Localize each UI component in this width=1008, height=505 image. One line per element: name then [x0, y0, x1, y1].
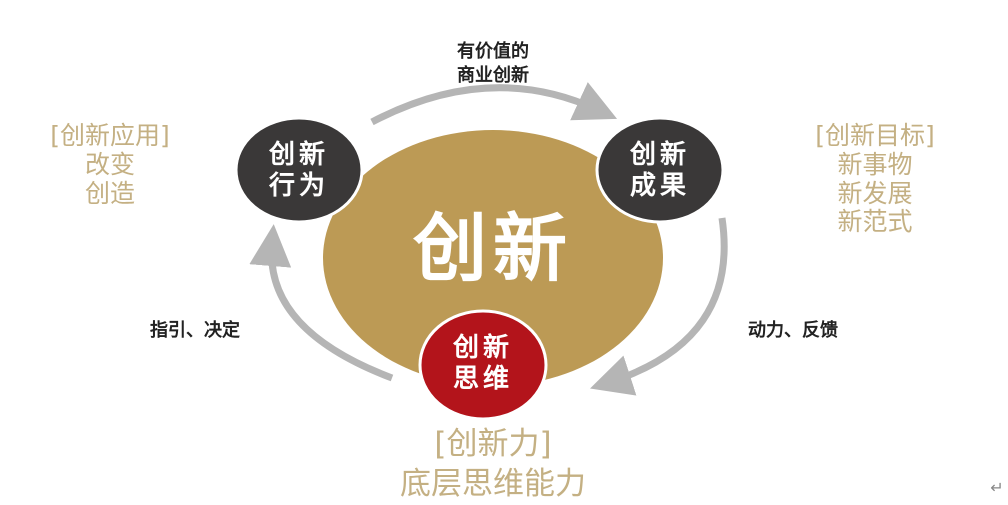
goal-item: 新发展 [837, 178, 913, 208]
left-arrow-label: 指引、决定 [150, 320, 240, 341]
return-glyph-icon: ↵ [990, 478, 1004, 497]
node-result-circle [595, 116, 725, 224]
center-circle [323, 130, 663, 386]
application-item: 改变 [84, 149, 135, 179]
goal-title: [创新目标] [815, 121, 935, 150]
top-arrow-label: 有价值的 商业创新 [433, 40, 553, 89]
node-behavior-line2: 行为 [268, 171, 329, 202]
application-item: 创造 [84, 178, 135, 208]
arrow-left [249, 224, 394, 382]
top-arrow-label-line1: 有价值的 [457, 41, 529, 62]
arrow-top [370, 82, 618, 126]
goal-item: 新事物 [837, 149, 913, 179]
center-label: 创新 [413, 206, 573, 292]
node-behavior-circle [234, 116, 364, 224]
node-thinking-line1: 创新 [452, 333, 513, 363]
right-arrow-label: 动力、反馈 [748, 320, 838, 341]
arrow-right [590, 217, 728, 396]
application-annotation: [创新应用] 改变 创造 [20, 121, 200, 208]
node-behavior-line1: 创新 [268, 140, 329, 170]
top-arrow-label-line2: 商业创新 [457, 65, 529, 87]
goal-item: 新范式 [837, 207, 913, 237]
node-thinking-line2: 思维 [452, 364, 513, 395]
node-result-line2: 成果 [629, 171, 690, 202]
power-title: [创新力] [434, 426, 552, 462]
power-subtitle: 底层思维能力 [400, 466, 586, 503]
node-result-line1: 创新 [629, 140, 690, 170]
node-thinking: 创新 思维 [423, 333, 543, 395]
node-result: 创新 成果 [600, 140, 720, 202]
power-annotation: [创新力] 底层思维能力 [333, 424, 653, 505]
application-title: [创新应用] [50, 121, 170, 150]
node-thinking-circle [418, 309, 548, 421]
goal-annotation: [创新目标] 新事物 新发展 新范式 [785, 121, 965, 237]
node-behavior: 创新 行为 [239, 140, 359, 202]
